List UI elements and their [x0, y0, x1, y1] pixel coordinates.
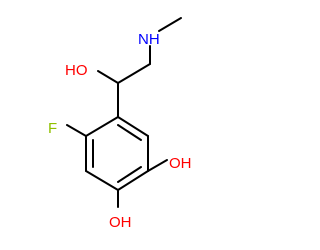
fluorine-atom-label: F — [48, 120, 57, 137]
side-chain — [66, 17, 182, 208]
hydroxyl-bottom-atom-label: OH — [109, 214, 132, 231]
molecule-structure: F HO NH OH OH — [48, 17, 192, 231]
bond-carbinol-to-methylene — [117, 63, 151, 84]
ring-bond — [85, 116, 119, 137]
ring-bond — [117, 170, 149, 191]
amine-atom-label: NH — [138, 31, 160, 48]
bond-ring-to-hydroxyl-right — [147, 159, 168, 172]
ring-bond — [117, 116, 149, 137]
bond-ring-to-fluorine — [66, 124, 87, 137]
ring-bond — [85, 170, 119, 191]
hydroxyl-right-atom-label: OH — [169, 155, 192, 172]
benzene-ring — [85, 116, 149, 191]
ring-double-bond — [117, 166, 142, 183]
ring-double-bond — [117, 124, 142, 141]
hydroxyl-top-atom-label: HO — [65, 62, 88, 79]
bond-amine-to-methyl — [158, 17, 182, 32]
bond-carbinol-to-hydroxyl — [97, 70, 119, 84]
